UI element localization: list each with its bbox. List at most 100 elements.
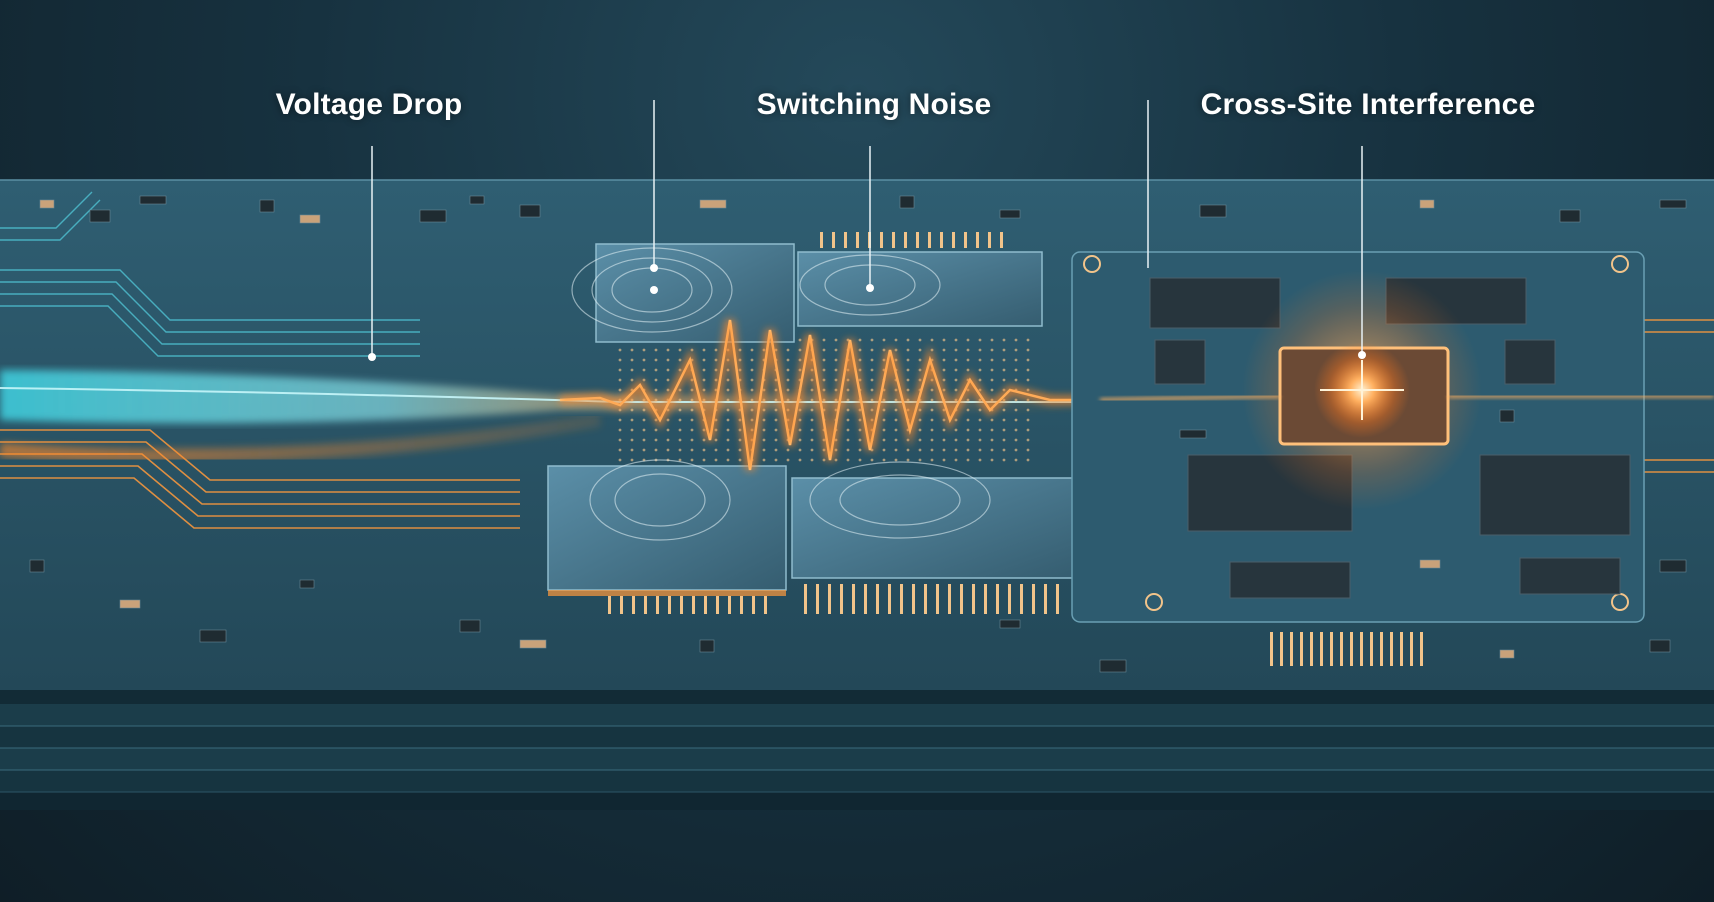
via-dot bbox=[678, 428, 682, 432]
via-dot bbox=[906, 378, 910, 382]
via-dot bbox=[762, 448, 766, 452]
via-dot bbox=[870, 378, 874, 382]
via-dot bbox=[738, 458, 742, 462]
smd-part bbox=[1499, 409, 1515, 423]
via-dot bbox=[1026, 428, 1030, 432]
smd-part bbox=[1199, 204, 1227, 218]
via-dot bbox=[942, 438, 946, 442]
via-dot bbox=[1014, 418, 1018, 422]
chip-pin bbox=[692, 596, 695, 614]
via-dot bbox=[726, 448, 730, 452]
via-dot bbox=[894, 438, 898, 442]
via-dot bbox=[978, 448, 982, 452]
via-dot bbox=[678, 358, 682, 362]
via-dot bbox=[690, 398, 694, 402]
via-dot bbox=[942, 448, 946, 452]
chip-pin bbox=[804, 584, 807, 614]
via-dot bbox=[1002, 458, 1006, 462]
via-dot bbox=[798, 358, 802, 362]
via-dot bbox=[750, 368, 754, 372]
chip-pin bbox=[1400, 632, 1403, 666]
smd-part bbox=[999, 619, 1021, 629]
chip-pin bbox=[880, 232, 883, 248]
via-dot bbox=[798, 338, 802, 342]
via-dot bbox=[774, 428, 778, 432]
via-dot bbox=[822, 358, 826, 362]
via-dot bbox=[882, 348, 886, 352]
via-dot bbox=[894, 428, 898, 432]
via-dot bbox=[930, 438, 934, 442]
via-dot bbox=[630, 358, 634, 362]
via-dot bbox=[942, 348, 946, 352]
via-dot bbox=[654, 398, 658, 402]
via-dot bbox=[858, 438, 862, 442]
via-dot bbox=[786, 348, 790, 352]
via-dot bbox=[918, 348, 922, 352]
via-dot bbox=[990, 358, 994, 362]
via-dot bbox=[726, 388, 730, 392]
via-dot bbox=[618, 428, 622, 432]
via-dot bbox=[930, 338, 934, 342]
via-dot bbox=[918, 368, 922, 372]
via-dot bbox=[690, 418, 694, 422]
via-dot bbox=[738, 448, 742, 452]
via-dot bbox=[834, 378, 838, 382]
chip-pin bbox=[888, 584, 891, 614]
chip-pin bbox=[960, 584, 963, 614]
via-dot bbox=[786, 388, 790, 392]
via-dot bbox=[786, 368, 790, 372]
leader-lines bbox=[371, 100, 1363, 355]
via-dot bbox=[834, 388, 838, 392]
via-dot bbox=[822, 458, 826, 462]
via-dot bbox=[618, 378, 622, 382]
chip-pin bbox=[832, 232, 835, 248]
chip-pin bbox=[1390, 632, 1393, 666]
via-dot bbox=[942, 458, 946, 462]
via-dot bbox=[1002, 428, 1006, 432]
via-dot bbox=[714, 358, 718, 362]
via-dot bbox=[990, 438, 994, 442]
via-dot bbox=[702, 368, 706, 372]
chip-pin bbox=[1420, 632, 1423, 666]
via-dot bbox=[1026, 458, 1030, 462]
chip-pin bbox=[876, 584, 879, 614]
via-dot bbox=[990, 348, 994, 352]
via-dot bbox=[1002, 438, 1006, 442]
via-dot bbox=[894, 408, 898, 412]
chip-pin bbox=[828, 584, 831, 614]
via-dot bbox=[966, 398, 970, 402]
via-dot bbox=[894, 348, 898, 352]
chip-pin bbox=[1020, 584, 1023, 614]
via-dot bbox=[666, 378, 670, 382]
via-dot bbox=[774, 408, 778, 412]
via-dot bbox=[978, 458, 982, 462]
chip-pin bbox=[668, 596, 671, 614]
smd-part bbox=[469, 195, 485, 205]
chip-pin bbox=[964, 232, 967, 248]
via-dot bbox=[630, 408, 634, 412]
via-dot bbox=[906, 358, 910, 362]
via-dot bbox=[918, 448, 922, 452]
via-dot bbox=[942, 368, 946, 372]
via-dot bbox=[618, 438, 622, 442]
smd-part bbox=[1499, 649, 1515, 659]
via-dot bbox=[894, 458, 898, 462]
chip-upper-left bbox=[595, 243, 795, 343]
via-dot bbox=[1014, 368, 1018, 372]
smd-part bbox=[699, 199, 727, 209]
via-dot bbox=[1002, 378, 1006, 382]
via-dot bbox=[978, 438, 982, 442]
via-dot bbox=[798, 458, 802, 462]
via-dot bbox=[726, 438, 730, 442]
via-dot bbox=[894, 448, 898, 452]
via-dot bbox=[906, 338, 910, 342]
smd-part bbox=[29, 559, 45, 573]
via-dot bbox=[954, 428, 958, 432]
chip-pin bbox=[936, 584, 939, 614]
via-dot bbox=[702, 448, 706, 452]
via-dot bbox=[1026, 448, 1030, 452]
via-dot bbox=[666, 448, 670, 452]
chip-pin bbox=[608, 596, 611, 614]
smd-part bbox=[899, 195, 915, 209]
smd-part bbox=[299, 214, 321, 224]
